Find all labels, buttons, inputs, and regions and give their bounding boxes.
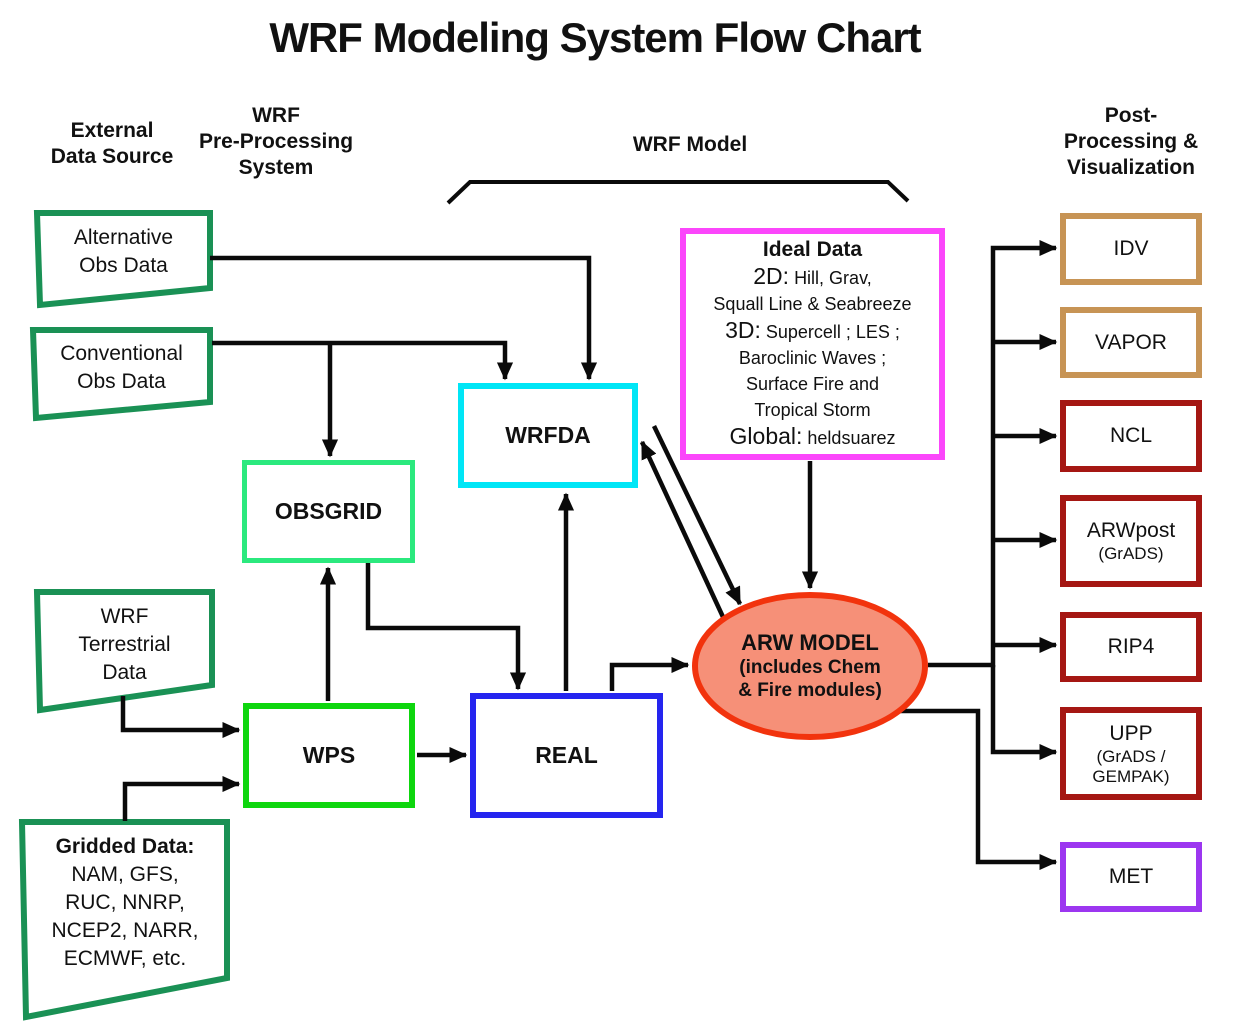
ideal-data-node: Ideal Data 2D:Hill, Grav, Squall Line & … bbox=[680, 228, 945, 460]
label-line: Data bbox=[102, 661, 147, 684]
vapor-label: VAPOR bbox=[1095, 330, 1167, 354]
real-label: REAL bbox=[535, 742, 598, 768]
label-line: Terrestrial bbox=[78, 633, 171, 656]
idv-node: IDV bbox=[1060, 213, 1202, 285]
label-line: Alternative bbox=[73, 226, 174, 249]
label-line: Obs Data bbox=[77, 370, 166, 393]
upp-node: UPP (GrADS / GEMPAK) bbox=[1060, 707, 1202, 800]
ideal-line: Tropical Storm bbox=[754, 400, 871, 420]
rip4-label: RIP4 bbox=[1107, 635, 1155, 658]
ncl-label: NCL bbox=[1109, 424, 1152, 447]
header-line: Data Source bbox=[50, 145, 174, 168]
arrow-alt-to-wrfda bbox=[210, 255, 598, 381]
ideal-line: Baroclinic Waves ; bbox=[738, 348, 887, 368]
terrestrial-label: WRF Terrestrial Data bbox=[32, 603, 217, 687]
ideal-data-title: Ideal Data bbox=[762, 238, 863, 261]
arrow-arw-to-idv bbox=[928, 239, 1058, 668]
arrow-real-to-arw bbox=[609, 656, 690, 691]
conventional-obs-shape bbox=[29, 327, 213, 422]
real-node: REAL bbox=[470, 693, 663, 818]
obsgrid-label: OBSGRID bbox=[274, 498, 383, 524]
arrow-conv-to-wrfda bbox=[212, 340, 514, 381]
wrfda-node: WRFDA bbox=[458, 383, 638, 488]
arw-sublabel: & Fire modules) bbox=[738, 680, 882, 701]
ncl-node: NCL bbox=[1060, 400, 1202, 472]
arwpost-sublabel: (GrADS) bbox=[1098, 544, 1164, 563]
upp-sublabel: GEMPAK) bbox=[1092, 766, 1170, 786]
label-line: ECMWF, etc. bbox=[63, 947, 187, 970]
arrow-arw-to-met bbox=[900, 708, 1058, 871]
label-line: Conventional bbox=[60, 342, 183, 365]
met-label: MET bbox=[1108, 865, 1154, 888]
vapor-node: VAPOR bbox=[1060, 307, 1202, 378]
upp-sublabel: (GrADS / bbox=[1096, 746, 1166, 766]
arwpost-node: ARWpost (GrADS) bbox=[1060, 495, 1202, 587]
gridded-shape bbox=[18, 819, 230, 1021]
header-external-data-source: External Data Source bbox=[32, 118, 192, 170]
label-line: WRF bbox=[100, 605, 149, 628]
header-wrf-model: WRF Model bbox=[600, 132, 780, 158]
rip4-node: RIP4 bbox=[1060, 612, 1202, 682]
header-preprocessing: WRF Pre-Processing System bbox=[191, 103, 361, 181]
header-line: Visualization bbox=[1067, 156, 1195, 179]
wps-node: WPS bbox=[243, 703, 415, 808]
arrow-obsgrid-to-real bbox=[365, 563, 527, 691]
header-line: Post- bbox=[1104, 104, 1158, 127]
terrestrial-shape bbox=[33, 589, 215, 714]
upp-label: UPP bbox=[1109, 721, 1153, 745]
label-line: Gridded Data: bbox=[55, 835, 195, 858]
header-line: Pre-Processing bbox=[198, 130, 354, 153]
arw-model-node: ARW MODEL (includes Chem & Fire modules) bbox=[692, 592, 928, 740]
label-line: Obs Data bbox=[79, 254, 168, 277]
idv-label: IDV bbox=[1113, 237, 1149, 260]
ideal-line: Global:heldsuarez bbox=[729, 423, 896, 449]
conventional-obs-label: Conventional Obs Data bbox=[38, 340, 205, 396]
alternative-obs-label: Alternative Obs Data bbox=[40, 224, 207, 280]
arw-sublabel: (includes Chem bbox=[739, 657, 881, 678]
arrow-spine-to-upp bbox=[990, 665, 1058, 761]
header-line: System bbox=[238, 156, 314, 179]
header-line: External bbox=[70, 119, 154, 142]
wrf-model-bracket bbox=[446, 180, 910, 205]
header-line: WRF Model bbox=[632, 133, 748, 156]
header-line: Processing & bbox=[1063, 130, 1199, 153]
label-line: RUC, NNRP, bbox=[65, 891, 185, 914]
header-postprocessing: Post- Processing & Visualization bbox=[1046, 103, 1216, 181]
arrow-terrestrial-to-wps bbox=[120, 696, 241, 739]
ideal-line: 3D:Supercell ; LES ; bbox=[725, 317, 900, 343]
label-line: NCEP2, NARR, bbox=[51, 919, 199, 942]
arwpost-label: ARWpost bbox=[1086, 519, 1176, 542]
gridded-label: Gridded Data: NAM, GFS, RUC, NNRP, NCEP2… bbox=[30, 833, 220, 973]
arrow-wrfda-to-arw bbox=[651, 425, 743, 606]
ideal-line: 2D:Hill, Grav, bbox=[753, 263, 872, 289]
alternative-obs-shape bbox=[33, 210, 213, 309]
obsgrid-node: OBSGRID bbox=[242, 460, 415, 563]
wps-label: WPS bbox=[302, 742, 356, 768]
met-node: MET bbox=[1060, 842, 1202, 912]
wrfda-label: WRFDA bbox=[505, 422, 591, 448]
arrow-arw-to-wrfda bbox=[639, 440, 726, 618]
ideal-line: Surface Fire and bbox=[745, 374, 880, 394]
arrow-gridded-to-wps bbox=[122, 775, 241, 821]
header-line: WRF bbox=[252, 104, 300, 127]
arw-label: ARW MODEL bbox=[741, 630, 879, 655]
ideal-line: Squall Line & Seabreeze bbox=[713, 294, 912, 314]
label-line: NAM, GFS, bbox=[71, 863, 179, 886]
page-title: WRF Modeling System Flow Chart bbox=[269, 14, 921, 61]
